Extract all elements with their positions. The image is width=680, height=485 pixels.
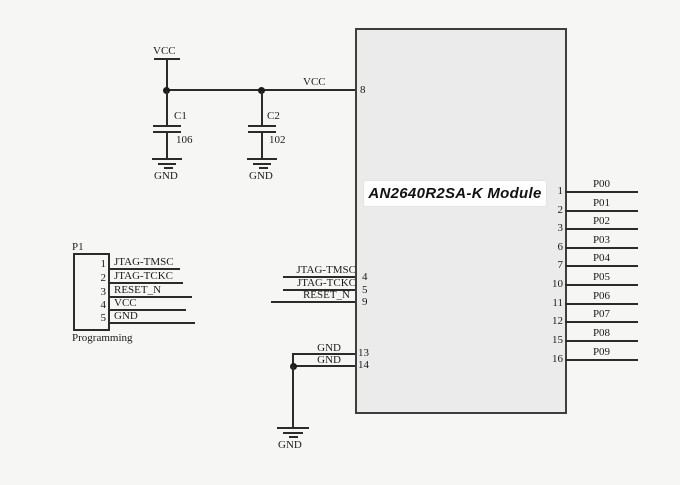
c2-bottom-lead-wire [261, 132, 263, 158]
net-label-gnd-14: GND [317, 354, 341, 366]
p03-wire [565, 247, 638, 249]
module-pin-number-15: 15 [552, 334, 563, 346]
module-pin-number-13: 13 [358, 347, 369, 359]
c1-value-label: 106 [176, 134, 193, 146]
jtag-tmsc-wire [283, 276, 355, 278]
vcc-symbol-icon [154, 58, 180, 60]
pin-label-p00: P00 [592, 178, 611, 190]
c1-top-lead-wire [166, 91, 168, 126]
p1-pin-number-2: 2 [100, 272, 107, 284]
module-pin-number-16: 16 [552, 353, 563, 365]
ground-icon [158, 162, 176, 165]
p1-pin2-wire [110, 282, 183, 284]
p1-pin1-wire [110, 268, 180, 270]
junction-dot [258, 86, 265, 94]
capacitor-icon [153, 130, 181, 133]
module-body [355, 28, 567, 414]
connector-caption: Programming [72, 332, 133, 344]
module-pin-number-4: 4 [362, 271, 368, 283]
gnd-join-wire [292, 353, 294, 367]
module-pin-number-1: 1 [557, 185, 564, 197]
ground-icon [277, 427, 309, 429]
p00-wire [565, 191, 638, 193]
c1-bottom-lead-wire [166, 132, 168, 158]
p05-wire [565, 284, 638, 286]
p01-wire [565, 210, 638, 212]
gnd-14-wire [292, 365, 355, 367]
p1-pin-number-5: 5 [100, 312, 107, 324]
p1-net-label-gnd: GND [114, 310, 138, 322]
p1-pin4-wire [110, 309, 186, 311]
capacitor-icon [153, 125, 181, 127]
ground-icon [283, 431, 303, 434]
module-pin-number-10: 10 [552, 278, 563, 290]
c2-top-lead-wire [261, 91, 263, 126]
ground-icon [288, 436, 298, 438]
net-label-gnd-13: GND [317, 342, 341, 354]
p09-wire [565, 359, 638, 361]
c2-value-label: 102 [269, 134, 286, 146]
p02-wire [565, 228, 638, 230]
p1-net-label-jtag-tmsc: JTAG-TMSC [114, 256, 174, 268]
net-label-reset-n: RESET_N [302, 289, 350, 301]
ground-icon [247, 158, 277, 160]
module-pin-number-7: 7 [557, 259, 564, 271]
pin-label-p01: P01 [592, 197, 611, 209]
net-label-jtag-tmsc: JTAG-TMSC [296, 264, 356, 276]
module-pin-number-2: 2 [557, 204, 564, 216]
p1-pin-number-4: 4 [100, 299, 107, 311]
ground-icon [253, 162, 271, 165]
pin-label-p03: P03 [592, 234, 611, 246]
p1-net-label-vcc: VCC [114, 297, 137, 309]
module-pin-number-5: 5 [362, 284, 368, 296]
vcc-stub-wire [166, 60, 168, 90]
capacitor-icon [248, 130, 276, 133]
vcc-rail-label: VCC [303, 76, 326, 88]
c2-gnd-label: GND [249, 170, 273, 182]
pin-label-p08: P08 [592, 327, 611, 339]
module-pin-number-6: 6 [557, 241, 564, 253]
net-label-jtag-tckc: JTAG-TCKC [296, 277, 356, 289]
ground-icon [152, 158, 182, 160]
p1-pin5-wire [110, 322, 195, 324]
p07-wire [565, 321, 638, 323]
bottom-gnd-label: GND [278, 439, 302, 451]
module-pin-number-8: 8 [360, 84, 366, 96]
c1-ref-label: C1 [174, 110, 187, 122]
capacitor-icon [248, 125, 276, 127]
connector-body [73, 253, 110, 331]
junction-dot [163, 86, 170, 94]
module-pin-number-11: 11 [552, 297, 563, 309]
module-pin-number-14: 14 [358, 359, 369, 371]
p1-net-label-reset-n: RESET_N [114, 284, 162, 296]
gnd-13-wire [292, 353, 355, 355]
p1-pin-number-1: 1 [100, 258, 107, 270]
pin-label-p07: P07 [592, 308, 611, 320]
module-title: AN2640R2SA-K Module [368, 185, 542, 202]
vcc-symbol-label: VCC [153, 45, 176, 57]
gnd-down-wire [292, 366, 294, 427]
pin-label-p02: P02 [592, 215, 611, 227]
reset-n-wire [271, 301, 355, 303]
p1-net-label-jtag-tckc: JTAG-TCKC [114, 270, 174, 282]
p04-wire [565, 265, 638, 267]
connector-ref-label: P1 [72, 241, 84, 253]
jtag-tckc-wire [283, 289, 355, 291]
p08-wire [565, 340, 638, 342]
module-pin-number-9: 9 [362, 296, 368, 308]
p1-pin3-wire [110, 296, 192, 298]
module-pin-number-3: 3 [557, 222, 564, 234]
module-title-patch: AN2640R2SA-K Module [364, 181, 546, 206]
p1-pin-number-3: 3 [100, 286, 107, 298]
c1-gnd-label: GND [154, 170, 178, 182]
pin-label-p06: P06 [592, 290, 611, 302]
pin-label-p05: P05 [592, 271, 611, 283]
ground-icon [258, 167, 268, 169]
module-pin-number-12: 12 [552, 315, 563, 327]
c2-ref-label: C2 [267, 110, 280, 122]
pin-label-p09: P09 [592, 346, 611, 358]
p06-wire [565, 303, 638, 305]
pin-label-p04: P04 [592, 252, 611, 264]
ground-icon [163, 167, 173, 169]
